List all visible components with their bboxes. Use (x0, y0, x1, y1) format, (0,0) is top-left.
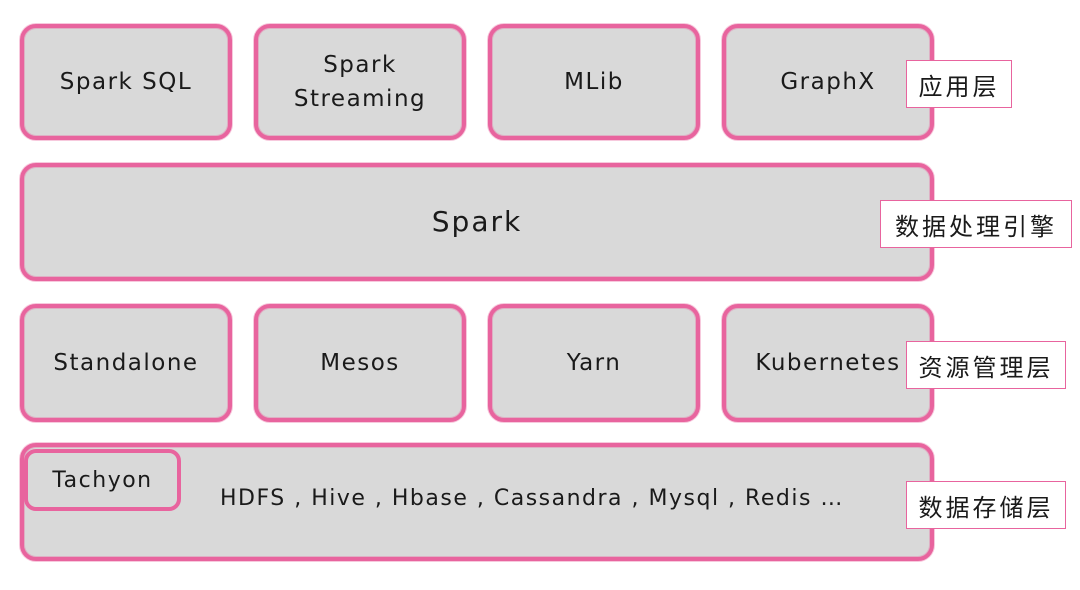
app-label-mlib: MLib (564, 68, 624, 95)
app-label-spark-sql: Spark SQL (59, 68, 193, 95)
resource-box-yarn: Yarn (488, 304, 700, 422)
app-box-mlib: MLib (488, 24, 700, 140)
storage-systems-text: HDFS , Hive , Hbase , Cassandra , Mysql … (220, 486, 844, 511)
resource-layer-tag: 资源管理层 (906, 341, 1066, 389)
app-box-spark-sql: Spark SQL (20, 24, 232, 140)
application-layer-tag: 应用层 (906, 60, 1012, 108)
engine-label-spark: Spark (431, 205, 523, 238)
resource-box-standalone: Standalone (20, 304, 232, 422)
app-box-graphx: GraphX (722, 24, 934, 140)
app-label-spark-streaming: Spark Streaming (293, 51, 427, 113)
storage-box-tachyon: Tachyon (24, 449, 181, 511)
storage-label-tachyon: Tachyon (52, 467, 153, 493)
resource-box-mesos: Mesos (254, 304, 466, 422)
app-box-spark-streaming: Spark Streaming (254, 24, 466, 140)
storage-layer-tag: 数据存储层 (906, 481, 1066, 529)
resource-label-kubernetes: Kubernetes (755, 349, 901, 376)
engine-layer-tag: 数据处理引擎 (880, 200, 1072, 248)
resource-label-mesos: Mesos (320, 349, 400, 376)
app-label-graphx: GraphX (780, 68, 876, 95)
resource-label-standalone: Standalone (53, 349, 199, 376)
resource-label-yarn: Yarn (566, 349, 622, 376)
resource-box-kubernetes: Kubernetes (722, 304, 934, 422)
engine-box-spark: Spark (20, 163, 934, 281)
